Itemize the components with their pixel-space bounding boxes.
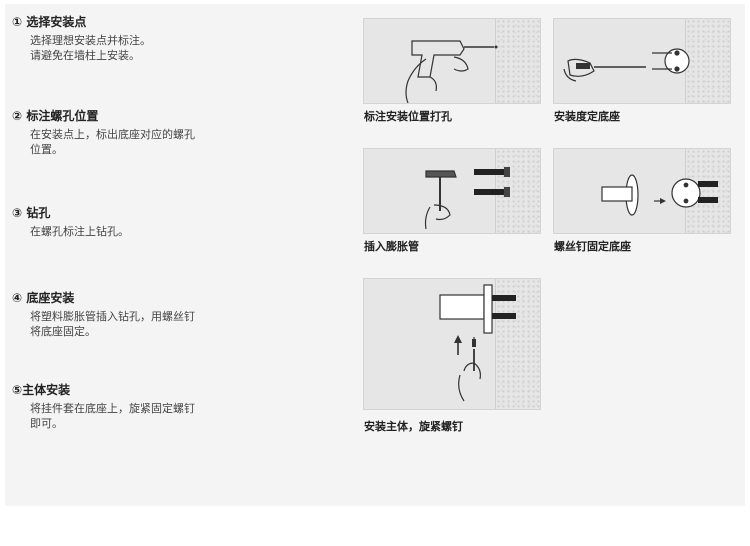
card-caption: 螺丝钉固定底座: [554, 240, 631, 253]
screwdriver-icon: [563, 48, 690, 82]
card-caption: 标注安装位置打孔: [364, 110, 452, 123]
step-title: ⑤主体安装: [12, 383, 71, 397]
hammer-illustration-card: [363, 148, 541, 234]
card-caption: 安装度定底座: [554, 110, 620, 123]
step-title: ① 选择安装点: [12, 15, 87, 29]
step-description: 选择理想安装点并标注。 请避免在墙柱上安装。: [30, 34, 151, 62]
step-4: ④ 底座安装 将塑料膨胀管插入钻孔，用螺丝钉 将底座固定。: [12, 290, 342, 339]
step-2: ② 标注螺孔位置 在安装点上，标出底座对应的螺孔 位置。: [12, 108, 342, 157]
step-title: ③ 钻孔: [12, 206, 51, 220]
step-description: 在螺孔标注上钻孔。: [30, 225, 129, 238]
step-description: 将塑料膨胀管插入钻孔，用螺丝钉 将底座固定。: [30, 310, 195, 338]
base-mount-icon: [601, 174, 718, 216]
step-title: ④ 底座安装: [12, 291, 75, 305]
step-3: ③ 钻孔 在螺孔标注上钻孔。: [12, 205, 342, 239]
main-body-illustration-card: [363, 278, 541, 410]
base-mount-illustration-card: [553, 148, 731, 234]
main-body-icon: [439, 284, 516, 402]
hammer-icon: [424, 167, 510, 230]
card-caption: 插入膨胀管: [364, 240, 419, 253]
step-5: ⑤主体安装 将挂件套在底座上，旋紧固定螺钉 即可。: [12, 382, 342, 431]
drill-icon: [405, 40, 498, 103]
step-description: 在安装点上，标出底座对应的螺孔 位置。: [30, 128, 195, 156]
card-caption: 安装主体，旋紧螺钉: [364, 420, 463, 433]
wall-texture: [495, 19, 540, 103]
wall-texture: [685, 19, 730, 103]
drill-illustration-card: [363, 18, 541, 104]
step-description: 将挂件套在底座上，旋紧固定螺钉 即可。: [30, 402, 195, 430]
screwdriver-illustration-card: [553, 18, 731, 104]
step-title: ② 标注螺孔位置: [12, 109, 99, 123]
step-1: ① 选择安装点 选择理想安装点并标注。 请避免在墙柱上安装。: [12, 14, 342, 63]
